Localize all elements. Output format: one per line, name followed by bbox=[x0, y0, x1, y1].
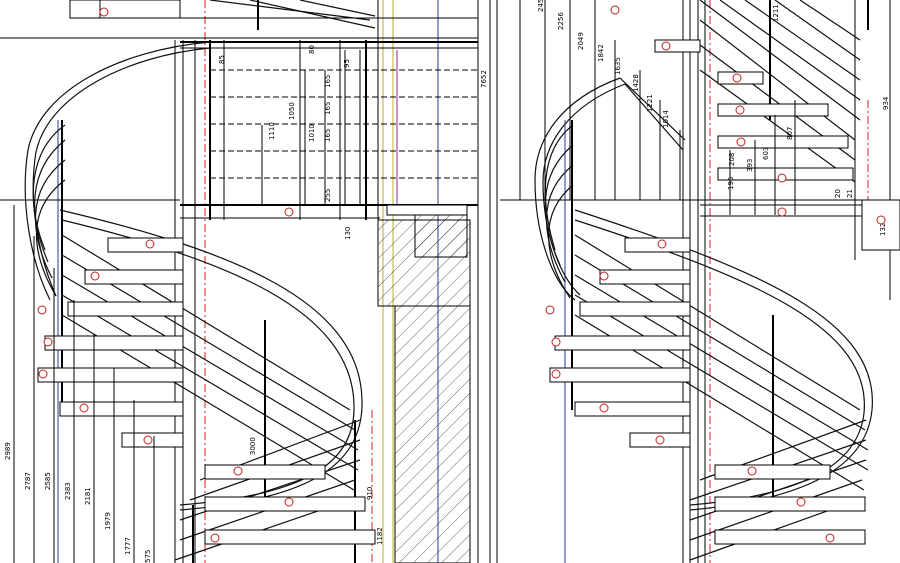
right-dimension-lines bbox=[519, 0, 796, 215]
left-horizontal-bars bbox=[0, 17, 478, 219]
dim-label: 132 bbox=[879, 223, 887, 236]
left-section-hatching bbox=[377, 204, 471, 563]
dim-label: 195 bbox=[727, 177, 735, 190]
dim-label: 245 bbox=[537, 0, 545, 12]
dim-label: 2787 bbox=[24, 472, 32, 490]
dim-label: 95 bbox=[343, 59, 351, 68]
dim-label: 575 bbox=[144, 550, 152, 563]
left-top-landing bbox=[69, 0, 259, 30]
dim-label: 2049 bbox=[577, 32, 585, 50]
dim-label: 1050 bbox=[288, 102, 296, 120]
dim-label: 255 bbox=[324, 189, 332, 202]
dim-label: 1211 bbox=[772, 4, 780, 22]
dim-label: 1010 bbox=[308, 124, 316, 142]
dim-label: 1182 bbox=[376, 527, 384, 545]
right-dimension-labels: 245 2256 2049 1842 1635 1428 1221 1014 1… bbox=[537, 0, 890, 236]
left-elevation: 2989 2787 2585 2383 2181 1979 1777 575 8… bbox=[0, 0, 491, 563]
dim-label: 934 bbox=[882, 96, 890, 110]
dim-label: 20 bbox=[834, 189, 842, 198]
dim-label: 1110 bbox=[268, 122, 276, 140]
dim-label: 1221 bbox=[646, 94, 654, 112]
dim-label: 1635 bbox=[614, 57, 622, 75]
left-stair-treads bbox=[37, 237, 376, 545]
dim-label: 165 bbox=[324, 75, 332, 88]
dim-label: 1428 bbox=[632, 74, 640, 92]
right-stair-treads bbox=[549, 39, 900, 545]
dim-label: 393 bbox=[746, 159, 754, 172]
dim-label: 807 bbox=[786, 127, 794, 140]
dim-label: 1777 bbox=[124, 537, 132, 555]
dim-label: 2181 bbox=[84, 487, 92, 505]
right-structure-lines bbox=[496, 0, 900, 563]
left-dimension-labels: 2989 2787 2585 2383 2181 1979 1777 575 bbox=[4, 442, 152, 563]
dim-label: 2585 bbox=[44, 472, 52, 490]
right-elevation: 245 2256 2049 1842 1635 1428 1221 1014 1… bbox=[496, 0, 900, 563]
dim-label: 1842 bbox=[597, 44, 605, 62]
dim-label: 2989 bbox=[4, 442, 12, 460]
dim-label: 1979 bbox=[104, 512, 112, 530]
left-top-dimension-labels: 85 80 95 165 165 165 1110 1050 1010 255 … bbox=[218, 45, 488, 545]
dim-label: 603 bbox=[762, 147, 770, 160]
left-part-tags bbox=[37, 7, 294, 543]
right-part-tags bbox=[545, 5, 886, 543]
dim-label: 165 bbox=[324, 129, 332, 142]
dim-label: 165 bbox=[324, 102, 332, 115]
dim-label: 7652 bbox=[480, 70, 488, 88]
dim-label: 80 bbox=[308, 45, 316, 54]
dim-label: 130 bbox=[344, 227, 352, 240]
right-spiral-handrails bbox=[534, 0, 873, 561]
dim-label: 2383 bbox=[64, 482, 72, 500]
dim-label: 2256 bbox=[557, 12, 565, 30]
dim-label: 85 bbox=[218, 55, 226, 64]
dim-label: 208 bbox=[728, 153, 736, 166]
dim-label: 3000 bbox=[249, 437, 257, 455]
dim-label: 21 bbox=[846, 189, 854, 198]
dim-label: 910 bbox=[366, 487, 374, 500]
left-dimension-lines bbox=[13, 50, 361, 563]
dim-label: 1014 bbox=[662, 110, 670, 128]
